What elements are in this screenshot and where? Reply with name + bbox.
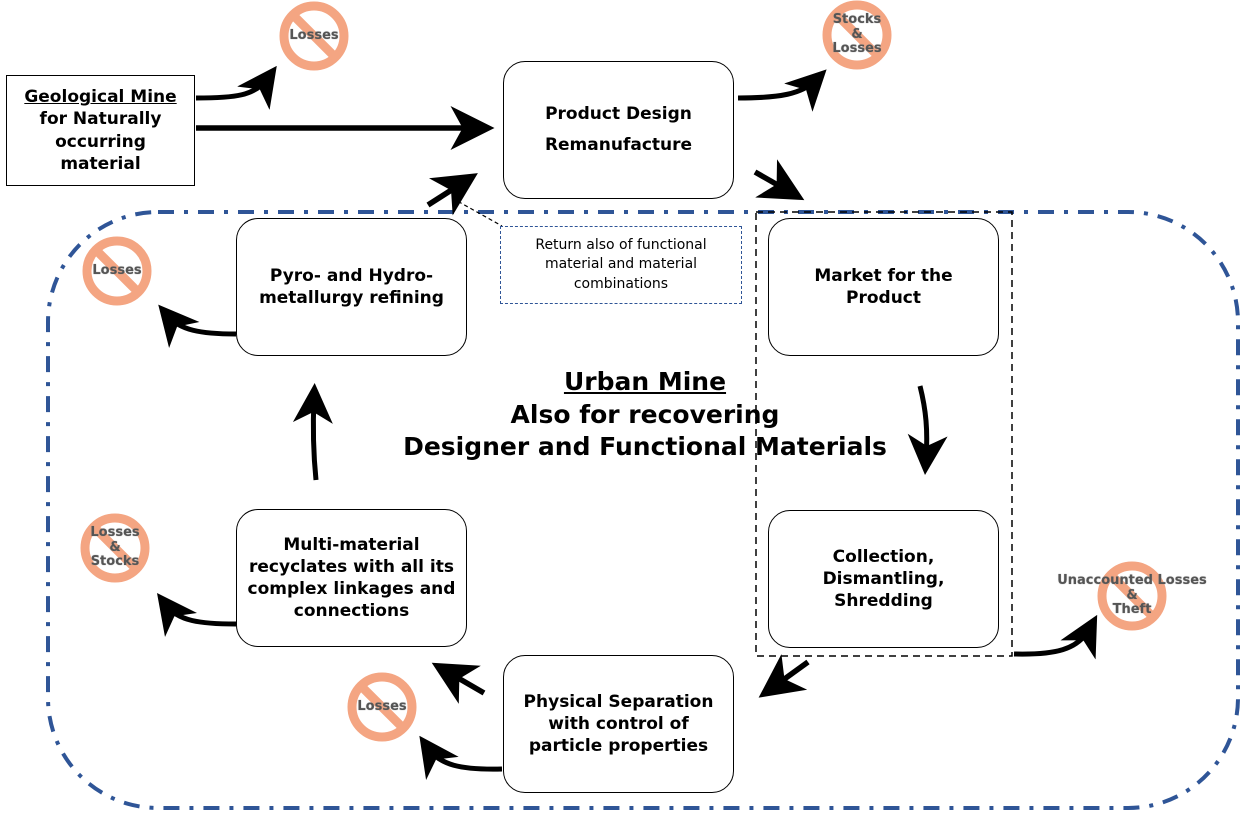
- node-text: Multi-material: [283, 534, 420, 555]
- note-text: material and material: [544, 256, 698, 273]
- loss-marker: Losses: [279, 1, 349, 71]
- loss-label: Stocks: [90, 554, 140, 570]
- node-text: Collection,: [832, 546, 935, 567]
- node-text: Physical Separation: [523, 691, 714, 712]
- arrow-multi-to-pyro: [292, 383, 333, 481]
- arrow-separation-to-losses: [419, 735, 503, 780]
- loss-marker: Losses: [82, 236, 152, 306]
- urban-mine-subtitle: Also for recovering: [510, 399, 780, 429]
- loss-label: Losses: [90, 524, 140, 540]
- loss-marker: Losses & Stocks: [80, 513, 150, 583]
- arrow-separation-to-multi: [431, 662, 486, 704]
- note-connector: [451, 197, 503, 227]
- node-pyro-hydro: Pyro- and Hydro- metallurgy refining: [236, 218, 467, 356]
- node-text: Product: [846, 288, 921, 308]
- prohibited-icon: [279, 1, 349, 71]
- note-text: Return also of functional: [535, 236, 707, 253]
- arrow-geo-to-losses: [195, 65, 277, 110]
- node-text: Dismantling,: [822, 568, 945, 589]
- arrow-pyro-to-losses: [158, 304, 237, 348]
- node-text: occurring material: [55, 131, 146, 174]
- node-market: Market for the Product: [768, 218, 999, 356]
- node-multi-material: Multi-material recyclates with all its c…: [236, 509, 467, 647]
- arrow-design-to-market: [753, 159, 805, 201]
- loss-label: &: [851, 26, 863, 42]
- arrow-collection-to-separation: [758, 654, 810, 698]
- node-physical-separation: Physical Separation with control of part…: [503, 655, 734, 793]
- node-text: Shredding: [834, 591, 933, 612]
- loss-label: &: [109, 539, 121, 555]
- loss-marker: Losses: [347, 672, 417, 742]
- node-text: Market for the: [814, 265, 953, 286]
- node-text: complex linkages and: [247, 579, 456, 599]
- loss-label: Unaccounted Losses: [1057, 572, 1207, 588]
- urban-mine-boundary: [46, 210, 1240, 810]
- prohibited-icon: [1097, 561, 1167, 631]
- return-note: Return also of functional material and m…: [500, 226, 742, 304]
- arrow-collection-to-unaccounted: [1013, 614, 1098, 660]
- prohibited-icon: [80, 513, 150, 583]
- loss-label: Theft: [1112, 602, 1152, 618]
- arrow-multi-to-losses: [156, 593, 237, 638]
- urban-mine-title: Urban Mine Also for recovering Designer …: [380, 366, 910, 464]
- market-collection-group: [755, 211, 1013, 657]
- node-geological-mine: Geological Mine for Naturally occurring …: [6, 75, 195, 186]
- node-text: recyclates with all its: [249, 556, 454, 577]
- loss-marker: Unaccounted Losses & Theft: [1057, 561, 1207, 631]
- note-text: combinations: [573, 275, 669, 292]
- node-text: for Naturally: [39, 109, 162, 130]
- node-collection: Collection, Dismantling, Shredding: [768, 510, 999, 648]
- prohibited-icon: [347, 672, 417, 742]
- loss-label: Stocks: [832, 11, 882, 27]
- loss-label: &: [1126, 587, 1138, 603]
- node-text: with control of: [548, 713, 689, 734]
- loss-marker: Stocks & Losses: [822, 0, 892, 70]
- node-text: Pyro- and Hydro-: [269, 265, 434, 286]
- loss-label: Losses: [832, 41, 882, 57]
- node-text: Product Design: [545, 103, 692, 124]
- node-product-design: Product Design Remanufacture: [503, 61, 734, 199]
- loss-label: Losses: [357, 698, 407, 714]
- node-text: metallurgy refining: [259, 288, 444, 308]
- node-geological-mine-title: Geological Mine: [24, 87, 177, 108]
- node-text: Remanufacture: [544, 135, 693, 155]
- arrow-pyro-to-design: [426, 173, 478, 216]
- loss-label: Losses: [289, 27, 339, 43]
- urban-mine-heading: Urban Mine: [563, 367, 727, 396]
- node-text: particle properties: [528, 736, 709, 757]
- prohibited-icon: [822, 0, 892, 70]
- urban-mine-subtitle: Designer and Functional Materials: [403, 432, 887, 461]
- prohibited-icon: [82, 236, 152, 306]
- arrow-market-to-collection: [907, 385, 948, 475]
- arrow-design-to-losses: [737, 69, 827, 112]
- loss-label: Losses: [92, 262, 142, 278]
- node-text: connections: [293, 601, 410, 622]
